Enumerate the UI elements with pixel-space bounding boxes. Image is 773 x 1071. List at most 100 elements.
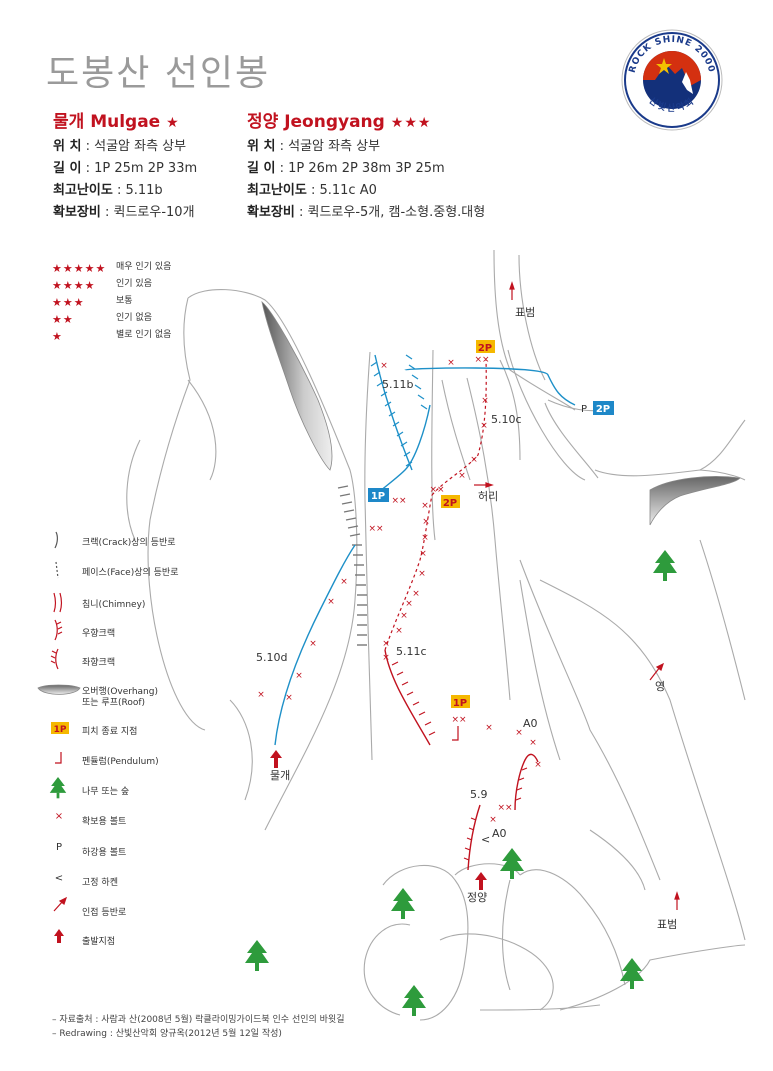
pitch-badges: 2P 2P 1P 1P 2P P (368, 340, 614, 709)
symbol-legend-icons: 1P × P < (37, 531, 81, 943)
svg-text:×: × (327, 597, 335, 607)
label-pyobeom-bottom: 표범 (657, 918, 677, 931)
overhang-shape (649, 476, 741, 526)
face-line-icon (55, 561, 59, 579)
info-row: 위 치 : 석굴암 좌측 상부 (247, 139, 381, 154)
svg-text:×: × (421, 533, 429, 543)
svg-text:×: × (405, 599, 413, 609)
approach-arrows (474, 281, 680, 910)
svg-text:×: × (489, 815, 497, 825)
label-pyobeom-top: 표범 (515, 306, 535, 319)
svg-text:×: × (257, 690, 265, 700)
svg-text:×: × (481, 396, 489, 406)
chimney-icon (53, 592, 63, 613)
rappel-bolt-icon: P (56, 842, 62, 853)
info-row: 위 치 : 석굴암 좌측 상부 (53, 139, 187, 154)
label-grade-510d: 5.10d (256, 651, 287, 664)
crack-line-icon (54, 531, 58, 549)
label-grade-510c: 5.10c (491, 413, 522, 426)
info-row: 길 이 : 1P 26m 2P 38m 3P 25m (247, 161, 445, 176)
label-mulgae: 물개 (270, 769, 290, 782)
route-name-jeongyang: 정양 Jeongyang ★★★ (247, 107, 485, 132)
credit-source: – 자료출처 : 사람과 산(2008년 5월) 락클라이밍가이드북 인수 선인… (52, 1015, 345, 1025)
label-a0-lower: A0 (492, 827, 507, 840)
start-icon (54, 929, 64, 943)
label-heori: 허리 (478, 490, 498, 503)
start-icon (475, 872, 487, 890)
svg-text:×: × (534, 760, 542, 770)
svg-text:×: × (382, 653, 390, 663)
route-info-jeongyang: 정양 Jeongyang ★★★ 위 치 : 석굴암 좌측 상부 길 이 : 1… (247, 107, 485, 224)
start-icon (270, 750, 282, 768)
pitch-label-2p-blue: 2P (596, 404, 610, 415)
svg-text:×: × (419, 549, 427, 559)
route-name-mulgae: 물개 Mulgae ★ (53, 107, 197, 132)
label-grade-511b: 5.11b (382, 378, 413, 391)
svg-text:××: ×× (497, 803, 512, 813)
page-title: 도봉산 선인봉 (46, 53, 271, 94)
svg-text:×: × (470, 455, 478, 465)
route-jeongyang-dashed (384, 359, 487, 651)
pitch-label-2p-top: 2P (478, 343, 492, 354)
svg-text:×: × (422, 517, 430, 527)
svg-text:×: × (382, 639, 390, 649)
trees (245, 550, 677, 1016)
svg-text:×: × (421, 501, 429, 511)
svg-text:×: × (295, 671, 303, 681)
face-ticks (337, 485, 367, 646)
svg-text:×: × (340, 577, 348, 587)
label-piton: < (481, 833, 490, 846)
svg-text:×: × (285, 693, 293, 703)
svg-text:××: ×× (368, 524, 383, 534)
overhang-icon (37, 684, 81, 695)
fixed-piton-icon: < (55, 873, 63, 884)
red-hatching (391, 661, 528, 861)
rating-legend-row: ★★인기 없음 (52, 313, 152, 326)
tree-icon (49, 777, 67, 799)
svg-text:××: ×× (391, 496, 406, 506)
bolt-icon: × (55, 811, 63, 822)
svg-text:×: × (480, 421, 488, 431)
label-grade-59: 5.9 (470, 788, 488, 801)
svg-text:×: × (395, 626, 403, 636)
info-row: 길 이 : 1P 25m 2P 33m (53, 161, 198, 176)
info-row: 최고난이도 : 5.11c A0 (247, 183, 377, 198)
right-crack-icon (54, 619, 63, 641)
pitch-label-1p-blue: 1P (371, 491, 385, 502)
pitch-end-icon-label: 1P (54, 725, 67, 735)
rating-legend-row: ★★★보통 (52, 296, 133, 309)
rating-legend-row: ★★★★인기 있음 (52, 279, 152, 292)
rappel-bolt-label: P (581, 404, 587, 415)
rating-legend-row: ★★★★★매우 인기 있음 (52, 262, 172, 275)
info-row: 확보장비 : 퀵드로우-10개 (53, 205, 195, 220)
info-row: 최고난이도 : 5.11b (53, 183, 163, 198)
svg-text:×: × (400, 611, 408, 621)
route-info-mulgae: 물개 Mulgae ★ 위 치 : 석굴암 좌측 상부 길 이 : 1P 25m… (53, 107, 197, 224)
svg-text:×: × (447, 358, 455, 368)
svg-text:×: × (458, 471, 466, 481)
svg-text:××: ×× (451, 715, 466, 725)
pendulum-marker (452, 726, 459, 741)
rock-outlines (126, 249, 746, 1021)
svg-text:×: × (515, 728, 523, 738)
tree-icon (653, 550, 677, 581)
svg-text:×: × (380, 361, 388, 371)
blue-hatching (370, 354, 428, 467)
label-yeong: 영 (655, 680, 665, 693)
info-row: 확보장비 : 퀵드로우-5개, 캠-소형.중형.대형 (247, 205, 486, 220)
sun-icon (656, 58, 672, 74)
approach-icon (53, 896, 68, 912)
club-logo: ROCK SHINE 2000 산빛산악회 (621, 29, 723, 131)
rating-legend-row: ★별로 인기 없음 (52, 330, 172, 343)
svg-text:××: ×× (429, 485, 444, 495)
tree-icon (402, 985, 426, 1016)
tree-icon (391, 888, 415, 919)
start-arrows (270, 750, 487, 890)
topo-labels: 표범 5.11b 5.10c 허리 5.11c 5.10d 물개 A0 5.9 … (256, 306, 677, 931)
label-jeongyang: 정양 (467, 891, 487, 904)
svg-text:×: × (412, 589, 420, 599)
pitch-label-2p-mid: 2P (443, 498, 457, 509)
svg-text:×: × (309, 639, 317, 649)
pitch-label-1p-red: 1P (453, 698, 467, 709)
